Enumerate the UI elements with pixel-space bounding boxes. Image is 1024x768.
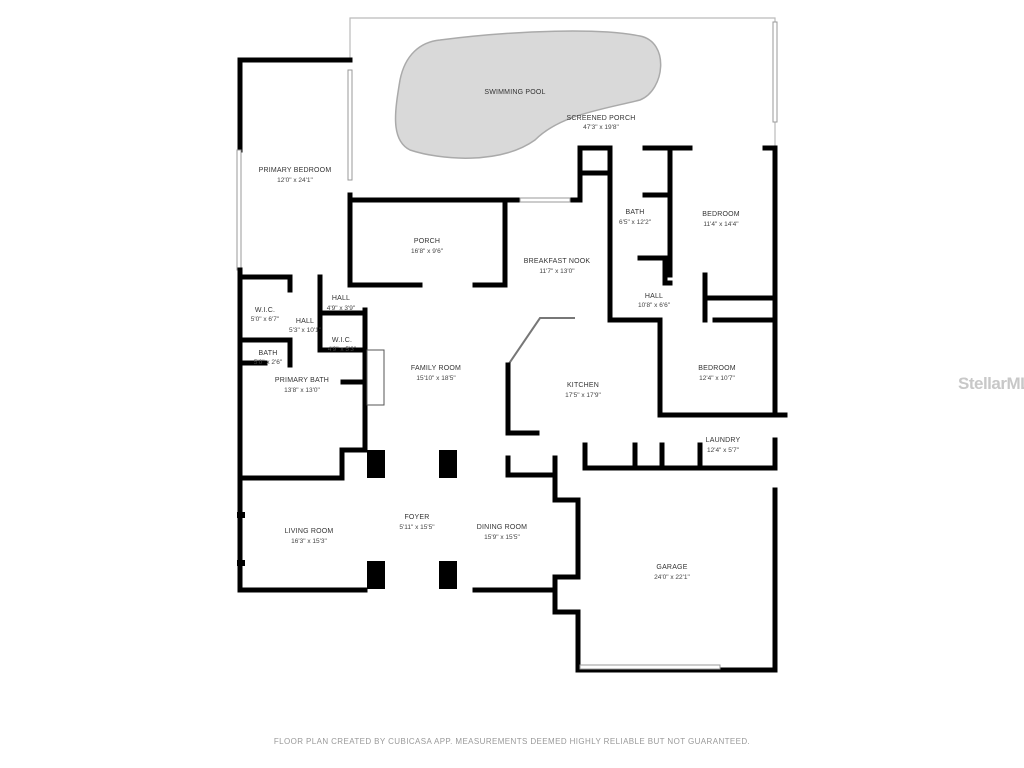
- room-porch: PORCH: [414, 238, 440, 245]
- room-foyer: FOYER: [404, 514, 429, 521]
- room-dim: 16'3" x 15'3": [291, 538, 327, 545]
- room-bedroom: BEDROOM: [702, 211, 740, 218]
- room-dim: 5'11" x 15'5": [399, 524, 435, 531]
- room-hall: HALL: [332, 295, 350, 302]
- room-dim: 15'10" x 18'5": [416, 375, 456, 382]
- room-bath: BATH: [259, 350, 278, 357]
- room-dim: 17'5" x 17'9": [565, 392, 601, 399]
- room-dim: 47'3" x 19'8": [583, 124, 619, 131]
- room-wic: W.I.C.: [255, 307, 275, 314]
- room-dining-room: DINING ROOM: [477, 524, 527, 531]
- room-dim: 12'4" x 5'7": [707, 447, 740, 454]
- room-garage: GARAGE: [656, 564, 687, 571]
- room-primary-bath: PRIMARY BATH: [275, 377, 329, 384]
- watermark-logo: StellarMLS: [958, 374, 1024, 393]
- room-laundry: LAUNDRY: [706, 437, 741, 444]
- screened-porch-outline: [347, 17, 778, 181]
- room-dim: 10'8" x 6'6": [638, 302, 671, 309]
- room-hall: HALL: [645, 293, 663, 300]
- room-family-room: FAMILY ROOM: [411, 365, 461, 372]
- room-labels: SWIMMING POOL SCREENED PORCH 47'3" x 19'…: [251, 89, 741, 581]
- walls: [236, 57, 788, 673]
- room-dim: 16'8" x 9'6": [411, 248, 444, 255]
- room-dim: 24'0" x 22'1": [654, 574, 690, 581]
- room-wic: W.I.C.: [332, 337, 352, 344]
- room-swimming-pool: SWIMMING POOL: [484, 89, 545, 96]
- room-dim: 6'5" x 12'2": [619, 219, 652, 226]
- room-bedroom: BEDROOM: [698, 365, 736, 372]
- room-dim: 12'4" x 10'7": [699, 375, 735, 382]
- room-dim: 5'3" x 10'1": [289, 327, 322, 334]
- room-dim: 15'9" x 15'5": [484, 534, 520, 541]
- room-kitchen: KITCHEN: [567, 382, 599, 389]
- room-dim: 5'0" x 6'7": [251, 316, 280, 323]
- room-dim: 12'0" x 24'1": [277, 177, 313, 184]
- room-dim: 11'7" x 13'0": [539, 268, 575, 275]
- room-living-room: LIVING ROOM: [285, 528, 334, 535]
- room-dim: 13'8" x 13'0": [284, 387, 320, 394]
- room-dim: 4'9" x 5'3": [328, 346, 357, 353]
- room-screened-porch: SCREENED PORCH: [567, 115, 636, 122]
- room-dim: 4'9" x 3'9": [327, 305, 356, 312]
- room-hall: HALL: [296, 318, 314, 325]
- room-dim: 11'4" x 14'4": [703, 221, 739, 228]
- room-bath: BATH: [626, 209, 645, 216]
- swimming-pool: [394, 30, 662, 159]
- footer-disclaimer: FLOOR PLAN CREATED BY CUBICASA APP. MEAS…: [273, 737, 751, 746]
- room-breakfast-nook: BREAKFAST NOOK: [524, 258, 591, 265]
- room-dim: 5'0" x 2'6": [254, 359, 283, 366]
- room-primary-bedroom: PRIMARY BEDROOM: [259, 167, 332, 174]
